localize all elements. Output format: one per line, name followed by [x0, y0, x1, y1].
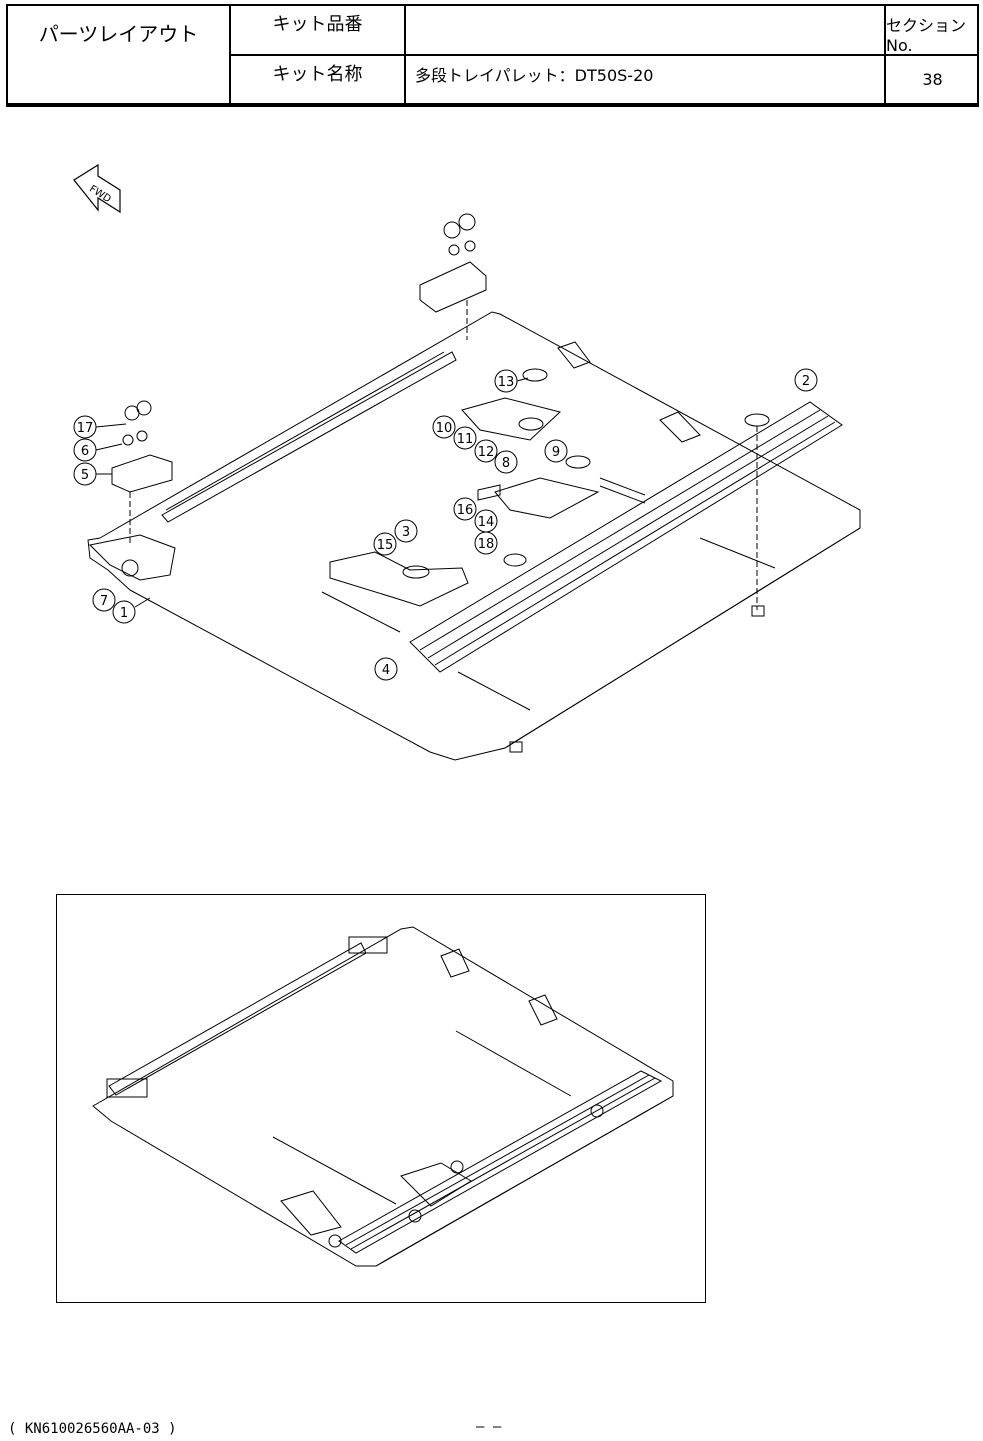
svg-text:14: 14 — [478, 515, 495, 530]
callout-10: 10 — [433, 416, 455, 438]
callout-7: 7 — [93, 589, 115, 611]
callout-2: 2 — [795, 369, 817, 391]
fwd-arrow-icon: FWD — [74, 165, 120, 212]
assembled-view-frame — [56, 894, 706, 1303]
document-code: ( KN610026560AA-03 ) — [8, 1421, 177, 1437]
svg-text:18: 18 — [478, 537, 495, 552]
svg-text:11: 11 — [457, 432, 474, 447]
callout-12: 12 — [475, 440, 497, 462]
callout-3: 3 — [395, 520, 417, 542]
svg-text:6: 6 — [81, 444, 89, 459]
svg-text:13: 13 — [498, 375, 515, 390]
callout-8: 8 — [495, 451, 517, 473]
sheet-title: パーツレイアウト — [8, 6, 231, 103]
section-no-label: セクションNo. — [886, 6, 979, 56]
svg-text:4: 4 — [382, 663, 390, 678]
kit-number-value — [406, 6, 886, 56]
callout-18: 18 — [475, 532, 497, 554]
svg-text:9: 9 — [552, 445, 560, 460]
svg-text:3: 3 — [402, 525, 410, 540]
svg-text:8: 8 — [502, 456, 510, 471]
callout-9: 9 — [545, 440, 567, 462]
callout-5: 5 — [74, 463, 112, 485]
callout-4: 4 — [375, 658, 397, 680]
left-rail — [162, 352, 456, 522]
callout-14: 14 — [475, 510, 497, 532]
callout-17: 17 — [74, 416, 126, 438]
svg-text:5: 5 — [81, 468, 89, 483]
svg-text:10: 10 — [436, 421, 453, 436]
svg-text:17: 17 — [77, 421, 94, 436]
page-marker: – – — [476, 1419, 501, 1435]
assembled-view — [57, 895, 705, 1302]
kit-number-label: キット品番 — [231, 6, 406, 56]
svg-text:15: 15 — [377, 538, 394, 553]
kit-name-label: キット名称 — [231, 56, 406, 103]
top-block — [420, 262, 486, 312]
left-block — [112, 455, 172, 492]
lever-plate — [330, 552, 468, 606]
title-block: パーツレイアウト キット品番 セクションNo. キット名称 多段トレイパレット：… — [6, 4, 979, 107]
svg-text:7: 7 — [100, 594, 108, 609]
kit-name-value: 多段トレイパレット：DT50S-20 — [406, 56, 886, 103]
callout-15: 15 — [374, 533, 396, 555]
section-no-value: 38 — [886, 56, 979, 103]
exploded-parts-diagram: FWD — [0, 150, 983, 790]
callout-16: 16 — [454, 498, 476, 520]
callout-11: 11 — [454, 427, 476, 449]
svg-text:12: 12 — [478, 445, 495, 460]
callout-1: 1 — [113, 598, 150, 623]
svg-text:16: 16 — [457, 503, 474, 518]
svg-text:2: 2 — [802, 374, 810, 389]
callout-6: 6 — [74, 439, 122, 461]
svg-text:1: 1 — [120, 606, 128, 621]
